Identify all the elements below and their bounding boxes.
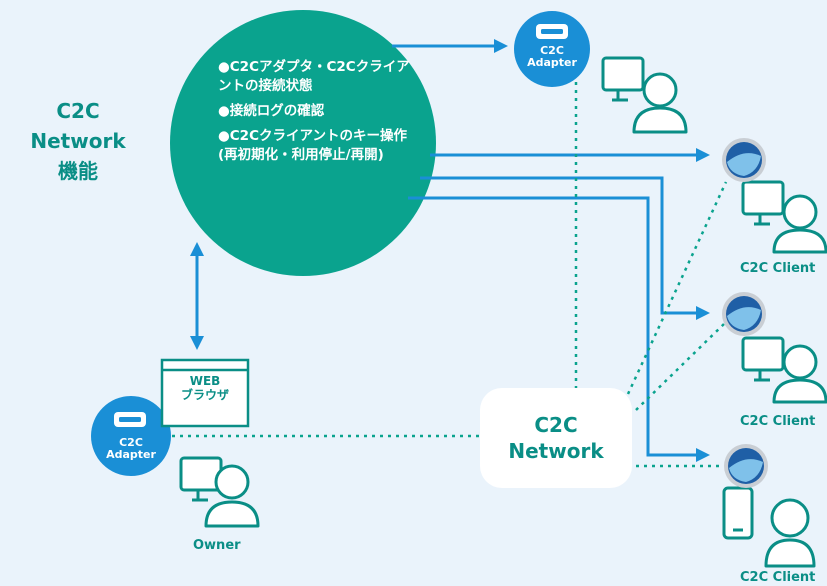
adapter-owner-label: C2C Adapter: [96, 437, 166, 461]
arrow-to-client-2: [420, 176, 700, 315]
client-logo-1: [722, 138, 766, 182]
client-label-2: C2C Client: [740, 414, 816, 429]
adapter-owner-line-1: C2C: [119, 436, 143, 449]
hub-feature-list: ●C2Cアダプタ・C2Cクライアントの接続状態 ●接続ログの確認 ●C2Cクライ…: [218, 58, 418, 171]
owner-label: Owner: [193, 538, 241, 553]
title-line-1: C2C: [56, 99, 100, 123]
client-logo-3: [724, 444, 768, 488]
browser-line-1: WEB: [189, 374, 221, 388]
adapter-owner-badge: [91, 396, 171, 476]
adapter-top-badge: [514, 11, 590, 87]
user-icon-adapter: [601, 56, 688, 134]
browser-line-2: ブラウザ: [180, 388, 229, 402]
arrowhead-client-2: [696, 306, 710, 320]
title-line-3: 機能: [58, 159, 98, 183]
hub-item-connection-status: ●C2Cアダプタ・C2Cクライアントの接続状態: [218, 59, 410, 94]
arrowhead-up: [190, 242, 204, 256]
user-icon-client-2: [741, 336, 827, 404]
management-hub-circle: [170, 10, 436, 276]
arrowhead-adapter: [494, 39, 508, 53]
adapter-owner-line-2: Adapter: [106, 448, 156, 461]
web-browser-label: WEB ブラウザ: [162, 374, 248, 402]
network-line-1: C2C: [534, 413, 578, 437]
arrow-to-client-3: [408, 196, 700, 457]
feature-title: C2C Network 機能: [18, 96, 138, 186]
c2c-network-box: C2C Network: [480, 388, 632, 488]
dotted-network-client-1: [626, 181, 728, 395]
arrowhead-down: [190, 336, 204, 350]
web-browser-icon: [160, 358, 250, 428]
hub-item-connection-log: ●接続ログの確認: [218, 103, 325, 119]
arrowhead-client-1: [696, 148, 710, 162]
user-icon-client-1: [741, 180, 827, 254]
adapter-top-label: C2C Adapter: [517, 45, 587, 69]
adapter-top-line-2: Adapter: [527, 56, 577, 69]
client-logo-2: [722, 292, 766, 336]
client-label-1: C2C Client: [740, 261, 816, 276]
user-icon-owner: [179, 456, 260, 528]
network-line-2: Network: [508, 439, 604, 463]
adapter-top-line-1: C2C: [540, 44, 564, 57]
dotted-network-client-2: [635, 321, 727, 411]
client-label-3: C2C Client: [740, 570, 816, 585]
hub-item-key-operations: ●C2Cクライアントのキー操作(再初期化・利用停止/再開): [218, 128, 407, 163]
title-line-2: Network: [30, 129, 126, 153]
arrowhead-client-3: [696, 448, 710, 462]
user-icon-client-3-phone: [722, 486, 816, 568]
